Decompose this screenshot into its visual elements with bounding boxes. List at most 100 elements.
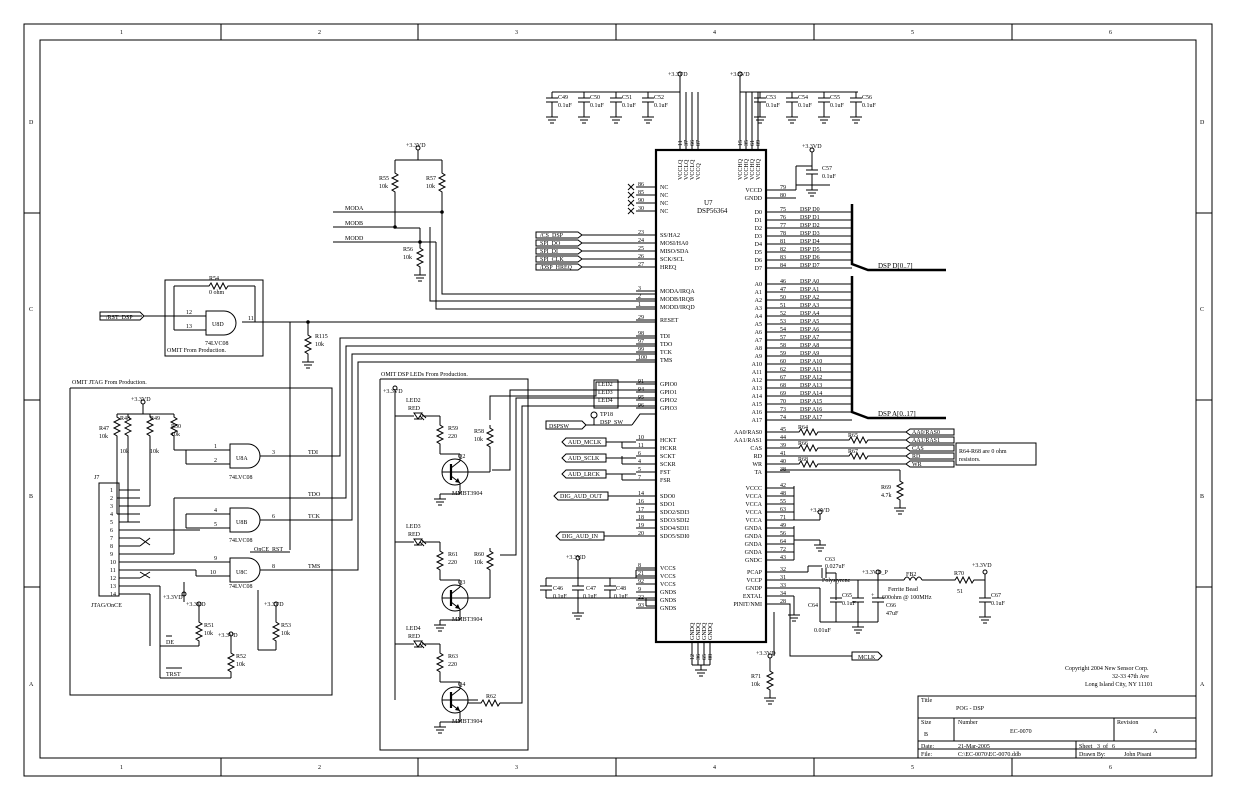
pin-number: 98 [638,331,644,337]
pin-name: A10 [752,362,762,368]
r55-ref: R55 [379,176,389,182]
pin-name: MODA/IRQA [660,289,695,295]
dsp-switch[interactable]: DSPSW TP18 DSP_SW [545,411,656,430]
svg-text:+: + [871,593,875,599]
tb-number: EC-0070 [1010,729,1032,735]
pin-number: 48 [780,491,786,497]
net-label: DSP D2 [800,223,820,229]
pin-name: D7 [755,266,762,272]
net-dram: AA1/RAS1 [912,438,940,444]
pin-name: D1 [755,218,762,224]
led-color: RED [408,634,421,640]
pin-name: AA1/RAS1 [734,438,762,444]
pin-name: A12 [752,378,762,384]
pin-number: 83 [780,255,786,261]
connector-pin-number: 7 [110,536,113,542]
u8c-ref: U8C [236,570,247,576]
pin-name: SCKR [660,462,676,468]
u8d-gate[interactable]: /RST_DSP R54 0 ohm 12 13 U8D 74LVC08 11 … [99,276,656,550]
pin-name: VCCP [746,578,762,584]
pin-name: D3 [755,234,762,240]
svg-text:11: 11 [248,316,254,322]
pin-name: MISO/SDA [660,249,689,255]
power-label: +3.3VD [668,72,688,78]
r47-value: 10k [99,434,108,440]
svg-text:12: 12 [186,310,192,316]
pin-name: GNDQ [702,622,708,640]
cap-value: 0.1uF [830,103,845,109]
pin-number: 65 [702,654,708,660]
r64-note: resistors. [959,457,981,463]
net-label: DSP D1 [800,215,820,221]
pin-number: 72 [780,547,786,553]
pin-number: 23 [638,230,644,236]
net-label: DSP A7 [800,335,819,341]
pin-name: A7 [755,338,762,344]
pin-number: 29 [638,315,644,321]
pin-name: A14 [752,394,762,400]
net-trst: TRST [166,672,181,678]
pin-name: MODD/IRQD [660,305,695,311]
led-section: OMIT DSP LEDs From Production. +3.3VD LE… [379,372,656,751]
net-once-rst: OnCE_RST [254,547,283,553]
pin-number: 53 [780,319,786,325]
pin-number: 30 [638,206,644,212]
copyright-line: Long Island City, NY 11101 [1085,682,1153,688]
title-block: Title POG - DSP Size B Number EC-0070 Re… [917,695,1197,759]
net-de: DE [166,640,174,646]
fb2-spec: 600ohm @ 100MHz [882,595,932,601]
u8c-part: 74LVC08 [229,584,252,590]
net-led3: LED3 [598,390,613,396]
r50-ref: R50 [171,424,181,430]
tb-size: B [924,732,928,738]
r70-value: 51 [957,589,963,595]
cap-ref: C67 [991,593,1001,599]
pin-name: RD [754,454,763,460]
pin-name: EXTAL [743,594,763,600]
cap-value: 0.1uF [654,103,669,109]
net-tck: TCK [308,514,321,520]
pin-number: 11 [678,140,684,146]
net-label: DSP D0 [800,207,820,213]
net-audio: DIG_AUD_OUT [560,494,602,500]
connector-pin-number: 13 [110,584,116,590]
transistor-ref: Q3 [458,580,465,586]
resistor-ref: R64 [798,425,808,431]
led-ref: LED3 [406,524,421,530]
pin-name: HREQ [660,265,677,271]
cap-ref: C50 [590,95,600,101]
pin-name: HCKR [660,446,677,452]
pin-number: 79 [780,185,786,191]
pin-number: 20 [638,531,644,537]
power-label: +3.3VD [802,144,822,150]
pin-name: GNDQ [708,622,714,640]
pin-number: 74 [780,415,786,421]
net-dram: AA0/RAS0 [912,430,940,436]
pin-name: VCCLQ [684,159,690,180]
pin-number: 89 [756,140,762,146]
pin-number: 1 [638,302,641,308]
net-label: DSP D5 [800,247,820,253]
cap-value: 0.1uF [583,594,598,600]
pin-name: GPIO0 [660,382,677,388]
transistor-ref: Q2 [458,454,465,460]
col-label-top: 6 [1109,30,1112,36]
power-label: +3.3VD [383,389,403,395]
pin-name: RESET [660,318,679,324]
net-tdo: TDO [308,492,321,498]
net-label: DSP D3 [800,231,820,237]
pin-name: GNDQ [696,622,702,640]
pin-name: NC [660,193,668,199]
pin-name: VCCS [660,582,676,588]
sheet-frame [23,23,1213,777]
pin-number: 18 [638,515,644,521]
u7-top-pins: VCCLQ11VCCLQ37VCCLQ66VCCQ87VCCHQ15VCCHQ3… [678,140,762,180]
tb-date: 21-Mar-2005 [958,744,990,750]
pin-number: 49 [780,523,786,529]
row-label-left: C [29,307,33,313]
pin-name: PCAP [747,570,763,576]
net-tdi: TDI [308,450,318,456]
pin-name: SDO4/SDI1 [660,526,689,532]
resistor-ref: R61 [448,552,458,558]
